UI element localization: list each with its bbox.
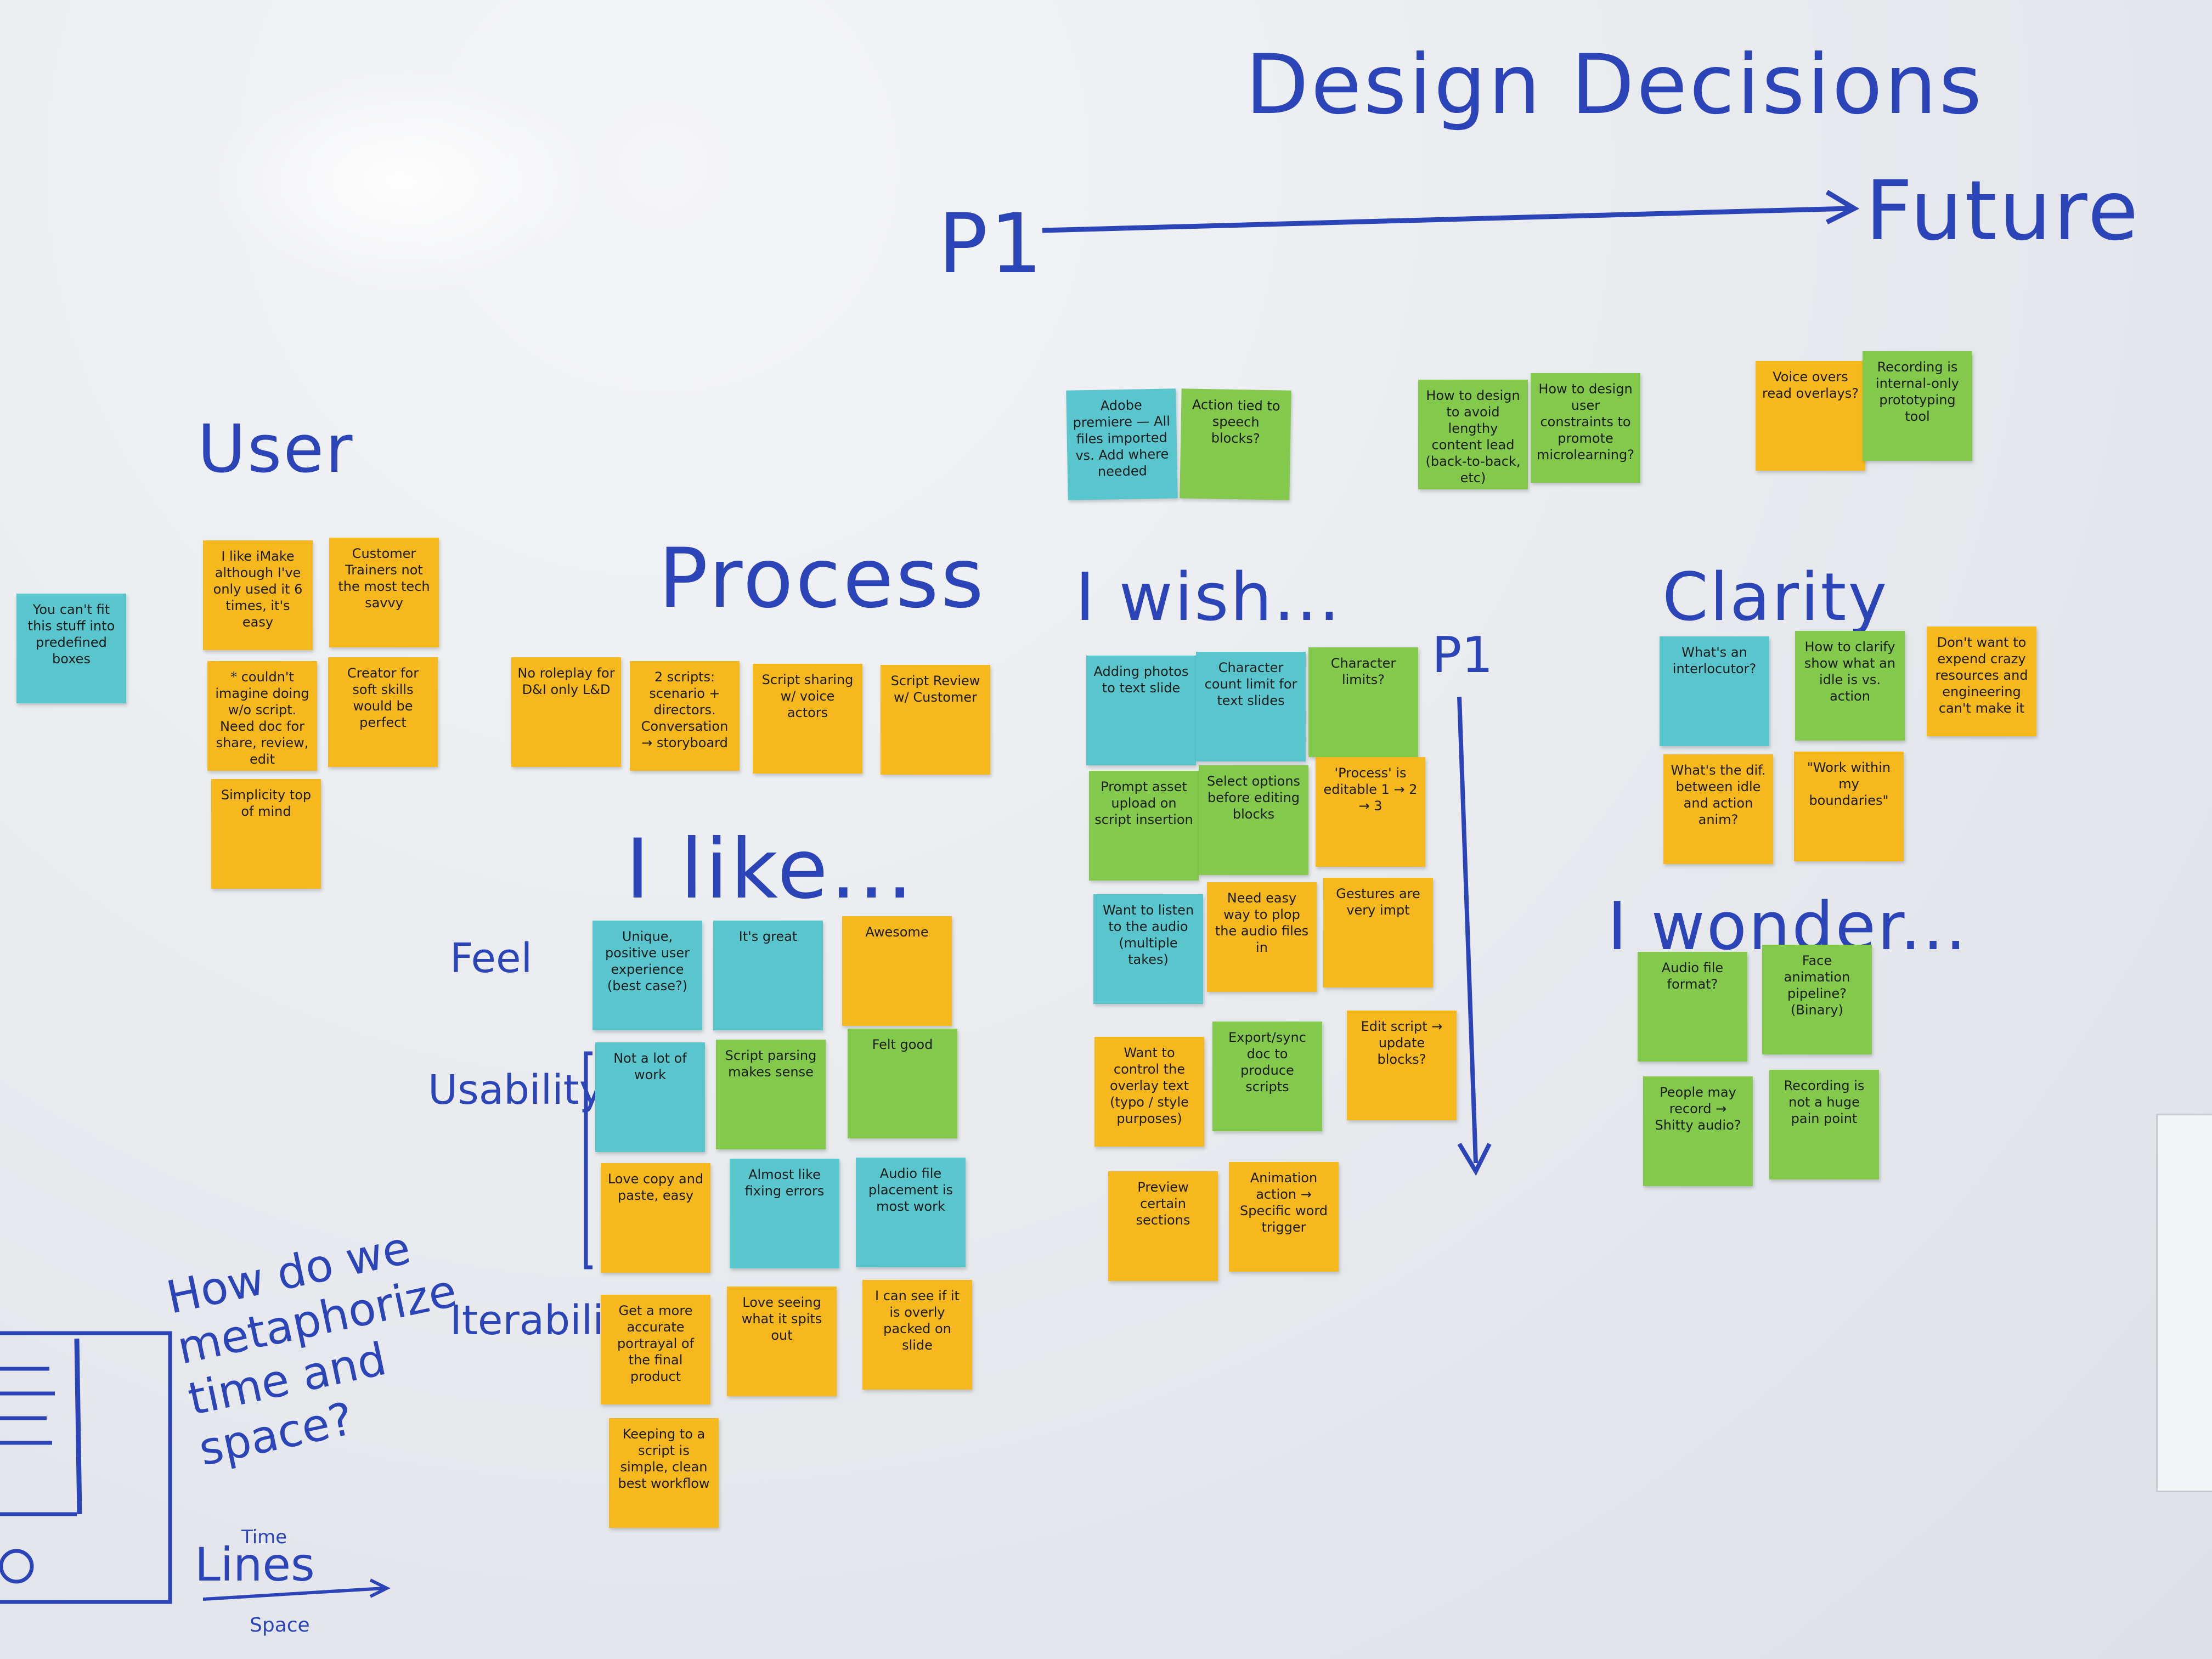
sticky-note[interactable]: Need easy way to plop the audio files in [1207,882,1317,992]
sticky-note[interactable]: Unique, positive user experience (best c… [592,921,702,1030]
sticky-note[interactable]: Recording is not a huge pain point [1769,1070,1879,1180]
sticky-note[interactable]: Character count limit for text slides [1196,652,1306,761]
sticky-note[interactable]: Select options before editing blocks [1199,765,1308,875]
sticky-note[interactable]: Keeping to a script is simple, clean bes… [609,1418,719,1528]
sticky-note[interactable]: Voice overs read overlays? [1756,361,1865,471]
sketch-divider [74,1338,82,1515]
sticky-note[interactable]: How to design user constraints to promot… [1531,373,1640,483]
sticky-note[interactable]: Want to listen to the audio (multiple ta… [1093,894,1203,1004]
heading-i-like: I like... [625,822,916,917]
sticky-note[interactable]: Get a more accurate portrayal of the fin… [601,1295,710,1404]
sticky-note[interactable]: Don't want to expend crazy resources and… [1927,627,2036,736]
sticky-note[interactable]: Awesome [842,916,952,1026]
sticky-note[interactable]: I like iMake although I've only used it … [203,540,313,650]
sticky-note[interactable]: * couldn't imagine doing w/o script. Nee… [207,661,317,771]
sketch-circle [0,1549,34,1584]
wish-vertical-arrow-line [1457,696,1478,1164]
sticky-note[interactable]: Audio file placement is most work [856,1158,966,1267]
sticky-note[interactable]: What's an interlocutor? [1660,636,1769,746]
row-label-feel: Feel [450,935,533,982]
timeline-arrow-head [1825,190,1860,225]
sticky-note[interactable]: It's great [713,921,823,1030]
heading-clarity: Clarity [1662,560,1889,636]
sticky-note[interactable]: Edit script → update blocks? [1347,1011,1457,1120]
sticky-note[interactable]: What's the dif. between idle and action … [1663,754,1773,864]
sticky-note[interactable]: Customer Trainers not the most tech savv… [329,538,439,647]
sticky-note[interactable]: Prompt asset upload on script insertion [1089,771,1199,881]
sticky-note[interactable]: Adding photos to text slide [1086,656,1196,765]
sticky-note[interactable]: Recording is internal-only prototyping t… [1863,351,1972,461]
sticky-note[interactable]: Export/sync doc to produce scripts [1212,1022,1322,1131]
sticky-note[interactable]: Love copy and paste, easy [601,1163,710,1273]
sticky-note[interactable]: "Work within my boundaries" [1794,752,1904,861]
sticky-note[interactable]: Animation action → Specific word trigger [1229,1162,1339,1272]
heading-i-wish: I wish... [1075,560,1342,636]
heading-p1-vertical: P1 [1432,627,1493,684]
heading-user: User [198,411,354,488]
timeline-arrow-line [1042,206,1849,233]
wish-vertical-arrow-head [1457,1142,1492,1176]
row-label-usability: Usability [428,1066,603,1114]
sticky-note[interactable]: 'Process' is editable 1 → 2 → 3 [1316,757,1425,867]
usability-bracket [584,1051,592,1269]
sketch-frame [0,1331,172,1604]
sticky-note[interactable]: Felt good [848,1029,957,1138]
sticky-note[interactable]: People may record → Shitty audio? [1643,1076,1753,1186]
sticky-note[interactable]: Creator for soft skills would be perfect [328,657,438,767]
heading-design-decisions: Design Decisions [1245,37,1984,133]
sticky-note[interactable]: Simplicity top of mind [211,779,321,889]
sticky-note[interactable]: Action tied to speech blocks? [1180,388,1291,500]
sticky-note[interactable]: 2 scripts: scenario + directors. Convers… [630,661,740,771]
sticky-note[interactable]: Face animation pipeline? (Binary) [1762,945,1872,1054]
sticky-note[interactable]: Character limits? [1308,647,1418,757]
sticky-note[interactable]: How to design to avoid lengthy content l… [1418,380,1528,489]
sticky-note[interactable]: Gestures are very impt [1323,878,1433,988]
heading-p1: P1 [938,196,1045,292]
sticky-note[interactable]: Script parsing makes sense [716,1040,826,1149]
sticky-note[interactable]: Want to control the overlay text (typo /… [1094,1037,1204,1147]
sticky-note[interactable]: Almost like fixing errors [730,1159,839,1268]
lines-arrow-line [202,1587,385,1601]
heading-process: Process [658,531,986,627]
sticky-note[interactable]: Script Review w/ Customer [881,665,990,775]
sketch-label-time: Time [241,1526,287,1548]
sketch-label-lines: Lines [195,1538,315,1592]
sticky-note[interactable]: You can't fit this stuff into predefined… [16,594,126,703]
sticky-note[interactable]: How to clarify show what an idle is vs. … [1795,631,1905,741]
lines-arrow-head [369,1578,391,1598]
sticky-note[interactable]: Script sharing w/ voice actors [753,664,862,774]
sketch-label-space: Space [250,1614,310,1637]
sticky-note[interactable]: Preview certain sections [1108,1171,1218,1281]
sticky-note[interactable]: Audio file format? [1638,952,1747,1062]
wall-frame-edge [2156,1114,2212,1492]
sticky-note[interactable]: Love seeing what it spits out [727,1286,837,1396]
sticky-note[interactable]: No roleplay for D&I only L&D [511,657,621,767]
heading-future: Future [1865,163,2141,259]
sticky-note[interactable]: Adobe premiere — All files imported vs. … [1066,388,1178,500]
sticky-note[interactable]: I can see if it is overly packed on slid… [862,1280,972,1390]
sticky-note[interactable]: Not a lot of work [595,1042,705,1152]
